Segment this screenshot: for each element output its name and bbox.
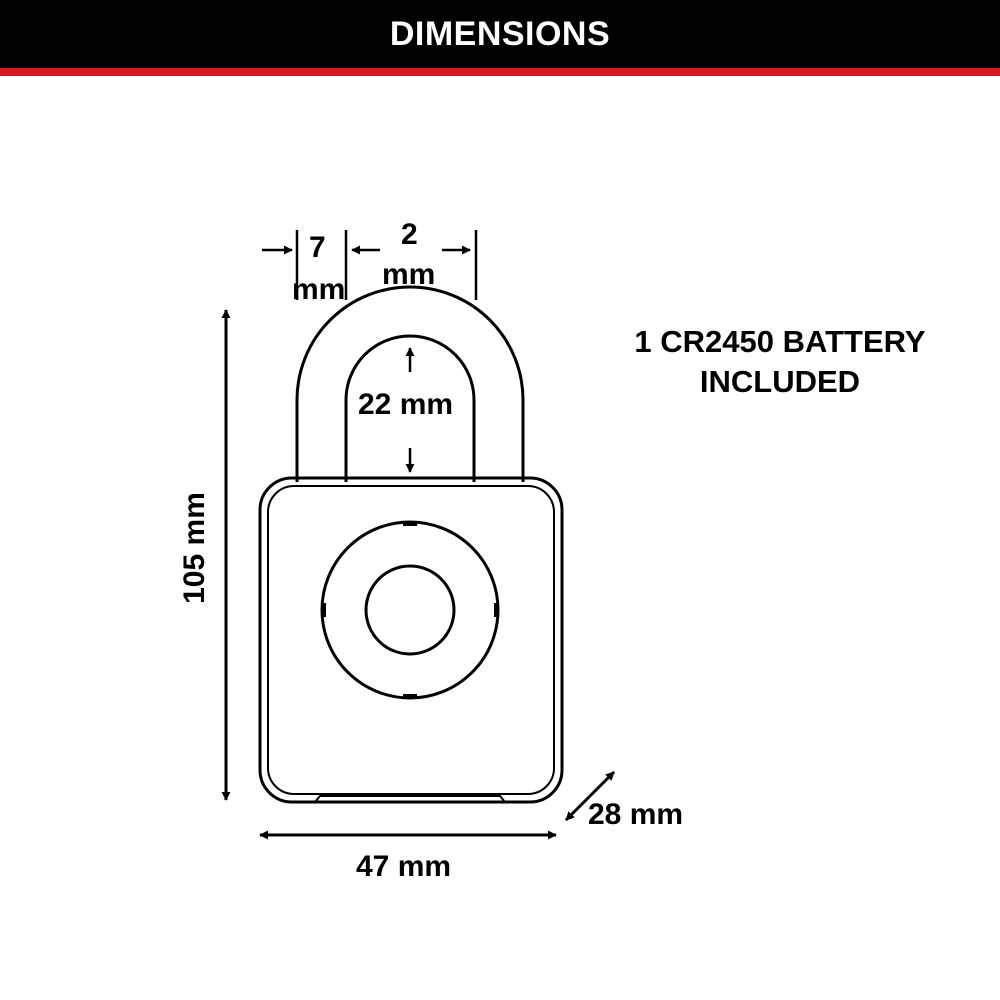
padlock-shackle: [295, 285, 525, 482]
overall-height-label: 105 mm: [178, 492, 211, 604]
shackle-clearance-value: 2: [401, 218, 418, 251]
shackle-clearance-dimension: [351, 230, 478, 300]
padlock-body: [258, 476, 564, 804]
header-bar: DIMENSIONS: [0, 0, 1000, 68]
battery-note-line2: INCLUDED: [699, 364, 861, 399]
body-width-label: 47 mm: [356, 850, 452, 883]
body-depth-label: 28 mm: [588, 798, 684, 831]
shackle-clearance-unit: mm: [382, 258, 436, 291]
shackle-diameter-unit: mm: [292, 273, 346, 306]
header-accent-stripe: [0, 68, 1000, 76]
fingerprint-sensor: [320, 520, 500, 700]
battery-note-line1: 1 CR2450 BATTERY: [634, 324, 926, 359]
battery-note: 1 CR2450 BATTERY INCLUDED: [600, 322, 960, 402]
shackle-diameter-dimension: [262, 230, 348, 300]
shackle-diameter-value: 7: [309, 231, 326, 264]
header-title: DIMENSIONS: [389, 14, 611, 53]
body-depth-dimension: [564, 770, 616, 822]
inner-height-label: 22 mm: [358, 388, 454, 421]
